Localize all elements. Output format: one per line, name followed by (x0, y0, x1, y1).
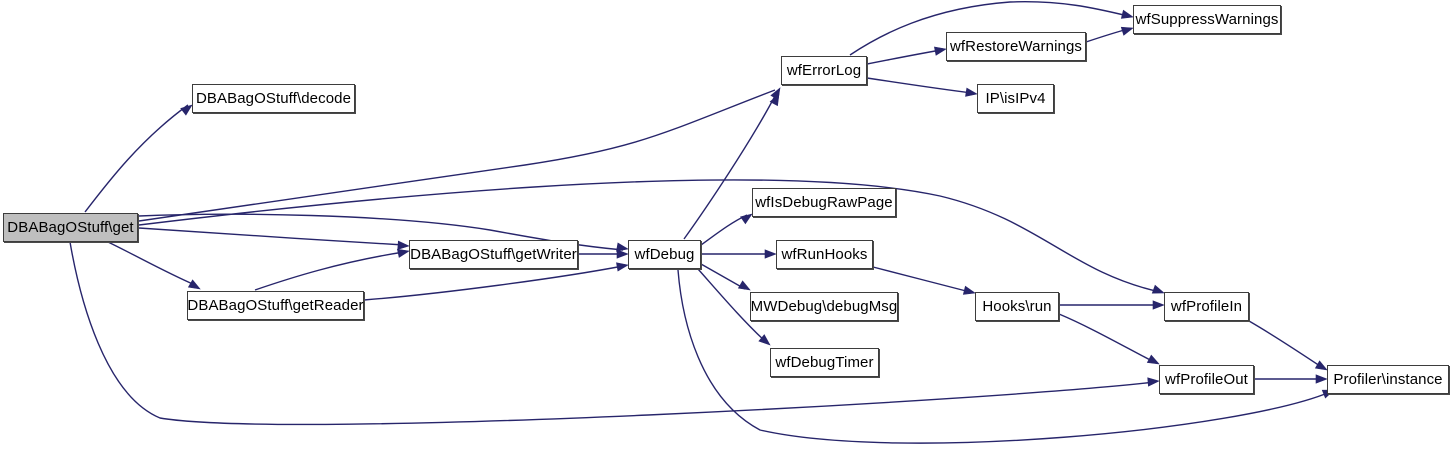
graph-node-wfRestore[interactable]: wfRestoreWarnings (946, 32, 1086, 61)
call-edge-wfRestore-to-wfSuppress (1085, 28, 1129, 43)
call-edge-wfErrorLog-to-wfSuppress (849, 0, 1129, 56)
call-edge-arrowhead (764, 249, 777, 259)
call-edge-arrowhead (1147, 377, 1160, 387)
call-edge-wfProfileIn-to-profilerInst (1248, 320, 1324, 369)
graph-node-label: DBABagOStuff\getReader (187, 297, 364, 314)
graph-node-wfProfileIn[interactable]: wfProfileIn (1164, 292, 1249, 321)
call-edge-arrowhead (616, 262, 629, 272)
graph-node-label: wfRestoreWarnings (949, 38, 1083, 55)
graph-node-wfSuppress[interactable]: wfSuppressWarnings (1133, 5, 1281, 34)
call-edge-getReader-to-wfDebug (363, 265, 624, 301)
call-edge-arrowhead (740, 213, 753, 225)
graph-node-label: wfDebugTimer (775, 354, 874, 371)
graph-node-wfRunHooks[interactable]: wfRunHooks (776, 240, 873, 269)
call-edge-arrowhead (1315, 374, 1328, 384)
call-edge-arrowhead (1120, 9, 1134, 19)
graph-node-getWriter[interactable]: DBABagOStuff\getWriter (409, 240, 578, 269)
graph-node-wfProfileOut[interactable]: wfProfileOut (1159, 365, 1254, 394)
graph-node-wfIsDebugRaw[interactable]: wfIsDebugRawPage (752, 188, 896, 217)
graph-node-label: wfProfileIn (1170, 298, 1243, 315)
call-edge-wfRunHooks-to-hooksRun (872, 266, 971, 293)
call-edge-wfErrorLog-to-wfRestore (866, 49, 942, 65)
call-edge-wfDebug-to-wfErrorLog (683, 95, 776, 240)
graph-node-isIPv4[interactable]: IP\isIPv4 (977, 84, 1054, 113)
graph-node-decode[interactable]: DBABagOStuff\decode (192, 84, 355, 113)
call-edge-arrowhead (616, 242, 629, 252)
call-edge-arrowhead (737, 280, 751, 291)
graph-node-label: IP\isIPv4 (985, 90, 1046, 107)
graph-node-wfDebugTimer[interactable]: wfDebugTimer (770, 348, 879, 377)
call-edge-wfDebug-to-mwDebugMsg (700, 263, 746, 290)
call-edge-arrowhead (187, 279, 201, 290)
graph-node-label: Hooks\run (982, 298, 1052, 315)
call-edge-arrowhead (1151, 284, 1165, 294)
call-edge-wfDebug-to-wfIsDebugRaw (700, 214, 748, 246)
graph-node-label: wfDebug (634, 246, 695, 263)
call-edge-get-to-decode (84, 104, 189, 213)
call-edge-arrowhead (1120, 26, 1134, 36)
call-edge-hooksRun-to-wfProfileOut (1058, 313, 1155, 363)
call-edge-arrowhead (1146, 354, 1160, 365)
call-edge-get-to-wfProfileIn (138, 179, 1161, 293)
graph-node-label: MWDebug\debugMsg (750, 298, 898, 315)
graph-node-label: wfSuppressWarnings (1135, 11, 1279, 28)
graph-node-label: wfIsDebugRawPage (755, 194, 893, 211)
call-edge-get-to-getWriter (138, 227, 405, 246)
call-edge-arrowhead (396, 248, 410, 258)
call-edge-arrowhead (1314, 360, 1328, 371)
call-edge-getReader-to-getWriter (254, 251, 405, 291)
graph-node-wfErrorLog[interactable]: wfErrorLog (781, 56, 867, 85)
graph-node-getReader[interactable]: DBABagOStuff\getReader (187, 291, 364, 320)
call-edge-wfErrorLog-to-isIPv4 (866, 77, 973, 94)
graph-node-hooksRun[interactable]: Hooks\run (975, 292, 1059, 321)
call-edge-arrowhead (180, 104, 193, 116)
call-edge-arrowhead (769, 93, 780, 107)
call-edge-arrowhead (934, 46, 947, 56)
call-edge-wfDebug-to-profilerInst (677, 269, 1331, 444)
graph-node-label: DBABagOStuff\decode (195, 90, 352, 107)
graph-node-label: wfProfileOut (1165, 371, 1248, 388)
graph-node-get[interactable]: DBABagOStuff\get (3, 213, 138, 242)
call-edge-arrowhead (962, 285, 976, 295)
call-edge-arrowhead (965, 87, 978, 97)
call-edge-arrowhead (758, 334, 771, 346)
call-edge-get-to-wfProfileOut (69, 241, 1156, 426)
graph-node-mwDebugMsg[interactable]: MWDebug\debugMsg (750, 292, 898, 321)
graph-node-label: DBABagOStuff\get (7, 219, 134, 236)
call-edge-arrowhead (616, 249, 629, 259)
call-edge-wfDebug-to-wfDebugTimer (697, 268, 767, 343)
call-edge-get-to-wfErrorLog (138, 89, 776, 222)
call-edge-arrowhead (397, 240, 410, 250)
graph-node-label: wfRunHooks (781, 246, 868, 263)
graph-node-label: wfErrorLog (786, 62, 862, 79)
graph-node-label: Profiler\instance (1333, 371, 1443, 388)
call-edge-arrowhead (1152, 300, 1165, 310)
graph-node-profilerInst[interactable]: Profiler\instance (1327, 365, 1449, 394)
graph-node-wfDebug[interactable]: wfDebug (628, 240, 701, 269)
call-edge-get-to-getReader (107, 241, 196, 286)
graph-node-label: DBABagOStuff\getWriter (410, 246, 577, 263)
